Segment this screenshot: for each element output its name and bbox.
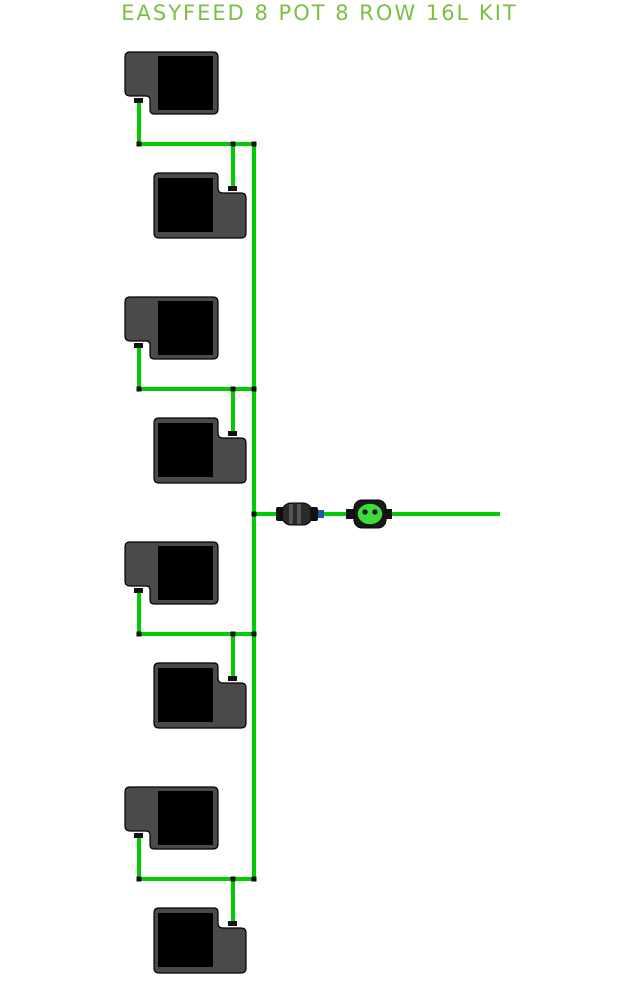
fitting-group: [136, 141, 257, 882]
tee-fitting: [251, 141, 257, 147]
pot-outlet: [228, 676, 237, 681]
tee-fitting: [230, 876, 236, 882]
tee-fitting: [230, 386, 236, 392]
tap-connector-icon[interactable]: [346, 499, 392, 529]
tee-fitting: [136, 141, 142, 147]
pot-group: [124, 51, 247, 974]
tee-fitting: [136, 386, 142, 392]
pot: [124, 51, 219, 115]
pot-plant-area: [158, 546, 213, 600]
tee-fitting: [230, 631, 236, 637]
pot-outlet: [134, 343, 143, 348]
pot-outlet: [134, 98, 143, 103]
tee-fitting: [230, 141, 236, 147]
pot-outlet: [228, 186, 237, 191]
pot-outlet: [228, 431, 237, 436]
page-title: EASYFEED 8 POT 8 ROW 16L KIT: [121, 1, 518, 25]
tee-fitting: [251, 876, 257, 882]
inline-filter-icon[interactable]: [276, 502, 324, 526]
tee-fitting: [251, 386, 257, 392]
pot: [153, 907, 247, 974]
pot-plant-area: [158, 913, 213, 967]
pot: [153, 417, 247, 484]
pot-plant-area: [158, 668, 213, 722]
pot-outlet: [228, 921, 237, 926]
tee-fitting: [136, 876, 142, 882]
pot: [124, 786, 219, 850]
pot: [153, 172, 247, 239]
pot-outlet: [134, 588, 143, 593]
pot-outlet: [134, 833, 143, 838]
pot-plant-area: [158, 791, 213, 845]
tee-fitting: [136, 631, 142, 637]
pot-plant-area: [158, 423, 213, 477]
tee-fitting: [251, 511, 257, 517]
tee-fitting: [251, 631, 257, 637]
pot: [124, 541, 219, 605]
pot: [124, 296, 219, 360]
pot-plant-area: [158, 301, 213, 355]
pot-plant-area: [158, 56, 213, 110]
pot-plant-area: [158, 178, 213, 232]
pot: [153, 662, 247, 729]
